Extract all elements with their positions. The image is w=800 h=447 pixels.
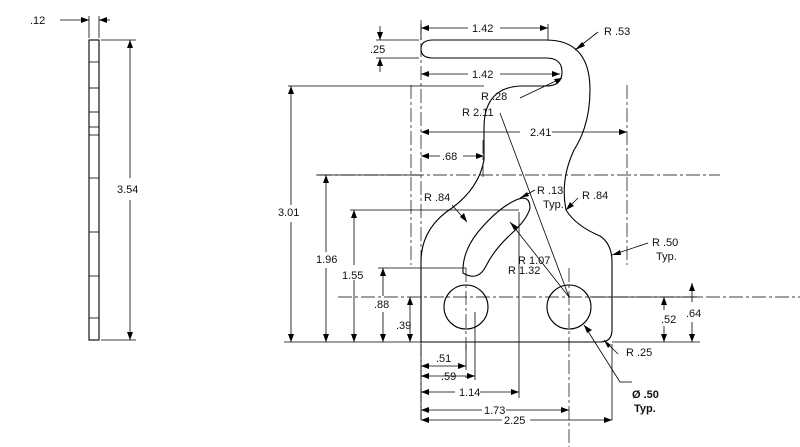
part-outline [420, 39, 613, 343]
left-mounting-hole [443, 284, 489, 330]
dim-radius-left-neck: R .84 [424, 192, 450, 204]
dim-radius-small-slot: R .13 [537, 185, 563, 197]
dim-slot-width: .25 [370, 44, 385, 56]
dim-thickness: .12 [30, 15, 45, 27]
right-mounting-hole [546, 284, 592, 330]
side-view: .12 3.54 [30, 15, 138, 341]
dim-radius-corner-typ: Typ. [656, 251, 677, 263]
dim-x-051: .51 [436, 353, 451, 365]
dim-x-173: 1.73 [484, 405, 505, 417]
dim-slot-length-inner: 1.42 [472, 69, 493, 81]
dim-radius-right-neck: R .84 [582, 190, 608, 202]
side-view-outline [88, 39, 100, 341]
dim-overall-width: 2.25 [504, 415, 525, 427]
dim-hole-diameter: Ø .50 [632, 389, 659, 401]
dim-radius-small-slot-typ: Typ. [543, 199, 564, 211]
dim-hole-height-064: .64 [686, 308, 701, 320]
front-view: 1.42 .25 1.42 R .53 R .28 R 2.11 2.41 [278, 20, 800, 447]
curved-slot [462, 197, 531, 277]
dim-radius-corner: R .50 [652, 237, 678, 249]
dim-slot-length-top: 1.42 [472, 23, 493, 35]
dim-height-196: 1.96 [316, 254, 337, 266]
dim-radius-slot-end: R .28 [481, 91, 507, 103]
dim-overall-height: 3.01 [278, 207, 299, 219]
dim-side-height: 3.54 [117, 184, 138, 196]
dim-x-114: 1.14 [459, 387, 480, 399]
dim-radius-arc-large: R 2.11 [462, 107, 494, 119]
dim-x-059: .59 [441, 371, 456, 383]
dim-height-039: .39 [396, 320, 411, 332]
dim-hole-height-052: .52 [661, 314, 676, 326]
dim-radius-inner: R 1.07 [518, 255, 550, 267]
dim-height-088: .88 [374, 299, 389, 311]
dim-neck-offset: .68 [442, 151, 457, 163]
dim-hook-width: 2.41 [530, 127, 551, 139]
dim-height-155: 1.55 [342, 270, 363, 282]
dim-radius-bottom: R .25 [626, 347, 652, 359]
dim-radius-outer: R 1.32 [508, 265, 540, 277]
dim-radius-hook: R .53 [604, 26, 630, 38]
dim-hole-diameter-typ: Typ. [634, 403, 656, 415]
